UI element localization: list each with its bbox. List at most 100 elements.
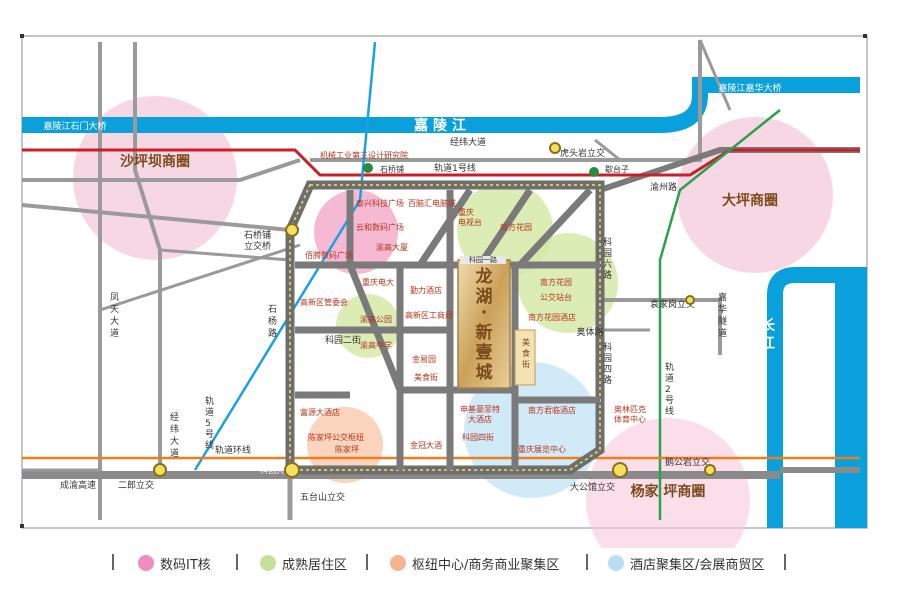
road-mark-label: 科园一路 [469,255,497,264]
poi-jinshasha: 金易园 [412,354,436,364]
erlang-label: 二郎立交 [118,479,154,491]
poi-nanfang-top: 南方花园 [500,222,532,232]
wutaishan-label: 五台山立交 [300,491,345,503]
interchange-markers [153,142,716,478]
residential-zone-right [518,233,618,333]
food-street-block [514,329,536,386]
legend-dot-blue [608,555,624,571]
road-mark-bg [460,256,506,264]
poi-jinli: 勤力酒店 [410,285,442,295]
rail-line5 [193,41,377,471]
legend-divider [366,554,368,570]
poi-bus: 公交站台 [540,292,572,302]
rail-loop-label: 轨道环线 [215,444,251,456]
kechuang-label: 科创大道 [260,465,292,475]
food-street-label: 美食街 [522,337,530,369]
poi-jixie: 机械工业第三设计研究院 [320,150,408,160]
project-name-1: 龙 [475,266,493,287]
poi-kiyuan-square: 科园四街 [462,432,494,442]
legend-item-residential: 成熟居住区 [260,552,347,574]
jiahua-tunnel-label: 嘉华隧道 [718,291,727,339]
poi-yugao-middle: 渝高中学 [360,340,392,350]
rail-line1-east [600,148,860,177]
yangjiaping-zone [586,418,750,548]
jialing-river-label: 嘉 陵 江 [413,117,466,134]
legend-item-it: 数码IT核 [138,552,211,574]
yangjiaping-label: 杨家 坪商圈 [631,483,706,500]
poi-zhonghai: 申基豪菲特大酒店 [460,404,500,424]
legend-dot-pink [138,555,154,571]
poi-jinyuan: 金冠大酒 [410,440,442,450]
shimen-bridge-label: 嘉陵江石门大桥 [43,120,106,132]
shiyang-label: 石杨路 [268,305,277,339]
hub-zone [307,407,383,483]
poi-chenjiaping-bus: 陈家坪公交枢纽 [308,432,364,442]
jiahua-bridge-label: 嘉陵江嘉华大桥 [718,82,781,94]
fengtian-label: 凤天大道 [110,292,119,339]
map-legend: 数码IT核 成熟居住区 枢纽中心/商务商业聚集区 酒店聚集区/会展商贸区 [0,548,900,578]
area-map: 嘉 陵 江 嘉陵江石门大桥 嘉陵江嘉华大桥 沙坪坝商圈 大坪商圈 杨家 坪商圈 … [20,34,868,548]
poi-gongshang: 高新区工商局 [405,310,453,320]
station-shiqiaopu-label: 石桥铺 [380,164,404,174]
poi-yuganghua: 渝高大厦 [376,242,408,252]
yuanjiagang-label: 袁家岗立交 [650,298,695,310]
egongyan-interchange-label: 鹅公岩立交 [665,456,710,468]
legend-label: 酒店聚集区/会展商贸区 [630,557,765,573]
poi-aoti: 奥林匹克体育中心 [614,404,646,424]
poi-baiyi: 百脑汇电脑城 [408,198,456,208]
poi-yunhe: 云和数码广场 [356,222,404,232]
project-block [457,259,511,389]
legend-label: 成熟居住区 [282,557,348,573]
yuzhou-road-label: 渝州路 [650,181,677,193]
hutouyan-label: 虎头岩立交 [560,147,605,159]
keyuan-er-label: 科园二街 [325,334,361,346]
daping-zone [677,117,833,273]
poi-taixing: 泰兴科技广场 [356,198,404,208]
shapingba-label: 沙坪坝商圈 [120,153,190,170]
egongyan-bridge-label: 鹅公岩大桥 [792,402,800,452]
poi-gaoxin: 高新区管委会 [300,297,348,307]
project-name-3: · [481,303,487,323]
legend-item-hub: 枢纽中心/商务商业聚集区 [390,552,559,574]
chengyu-label: 成渝高速 [60,479,96,491]
poi-group: 机械工业第三设计研究院 泰兴科技广场 百脑汇电脑城 云和数码广场 渝高大厦 佰腾… [300,150,646,454]
legend-divider [236,554,238,570]
poi-yugao-park: 渝高公园 [360,314,392,324]
legend-label: 数码IT核 [160,557,211,573]
frame-corner [863,34,867,38]
frame-corner [20,524,24,528]
legend-dot-orange [390,555,406,571]
project-name-2: 湖 [476,287,493,307]
poi-cqu: 重庆电大 [362,277,394,287]
poi-chenjiaping: 陈家坪 [335,444,359,454]
inner-streets [295,187,600,470]
hotel-zone [464,362,600,498]
legend-divider [586,554,588,570]
it-core-zone [314,190,398,274]
poi-fuyuan: 富源大酒店 [300,407,340,417]
poi-junlin: 南方君临酒店 [528,405,576,415]
jingwei-top-label: 经纬大道 [450,136,486,148]
aoti-road-label: 奥体路 [576,326,603,338]
frame-corner [20,34,24,38]
yangtze-river-body [835,283,867,528]
rail-line1-label: 轨道1号线 [434,162,476,174]
legend-dot-green [260,555,276,571]
poi-yinhui: 佰腾数码广场 [305,250,353,260]
poi-nanfang: 南方花园 [540,277,572,287]
dagongguan-label: 大公馆立交 [570,481,615,493]
yangtze-river [767,267,867,528]
shiqiao-interchange-label: 石桥铺立交桥 [244,229,271,252]
daping-label: 大坪商圈 [722,192,778,209]
legend-divider [112,554,114,570]
rail-line1 [22,148,600,177]
jingwei-left-label: 经纬大道 [170,411,179,459]
rail-line2 [658,109,781,520]
yangtze-label: 长江 [761,317,776,352]
project-name-4: 新 [476,322,493,343]
legend-divider [784,554,786,570]
project-name-6: 城 [476,363,493,383]
station-icon [363,163,373,173]
poi-meishi: 美食街 [414,372,438,382]
